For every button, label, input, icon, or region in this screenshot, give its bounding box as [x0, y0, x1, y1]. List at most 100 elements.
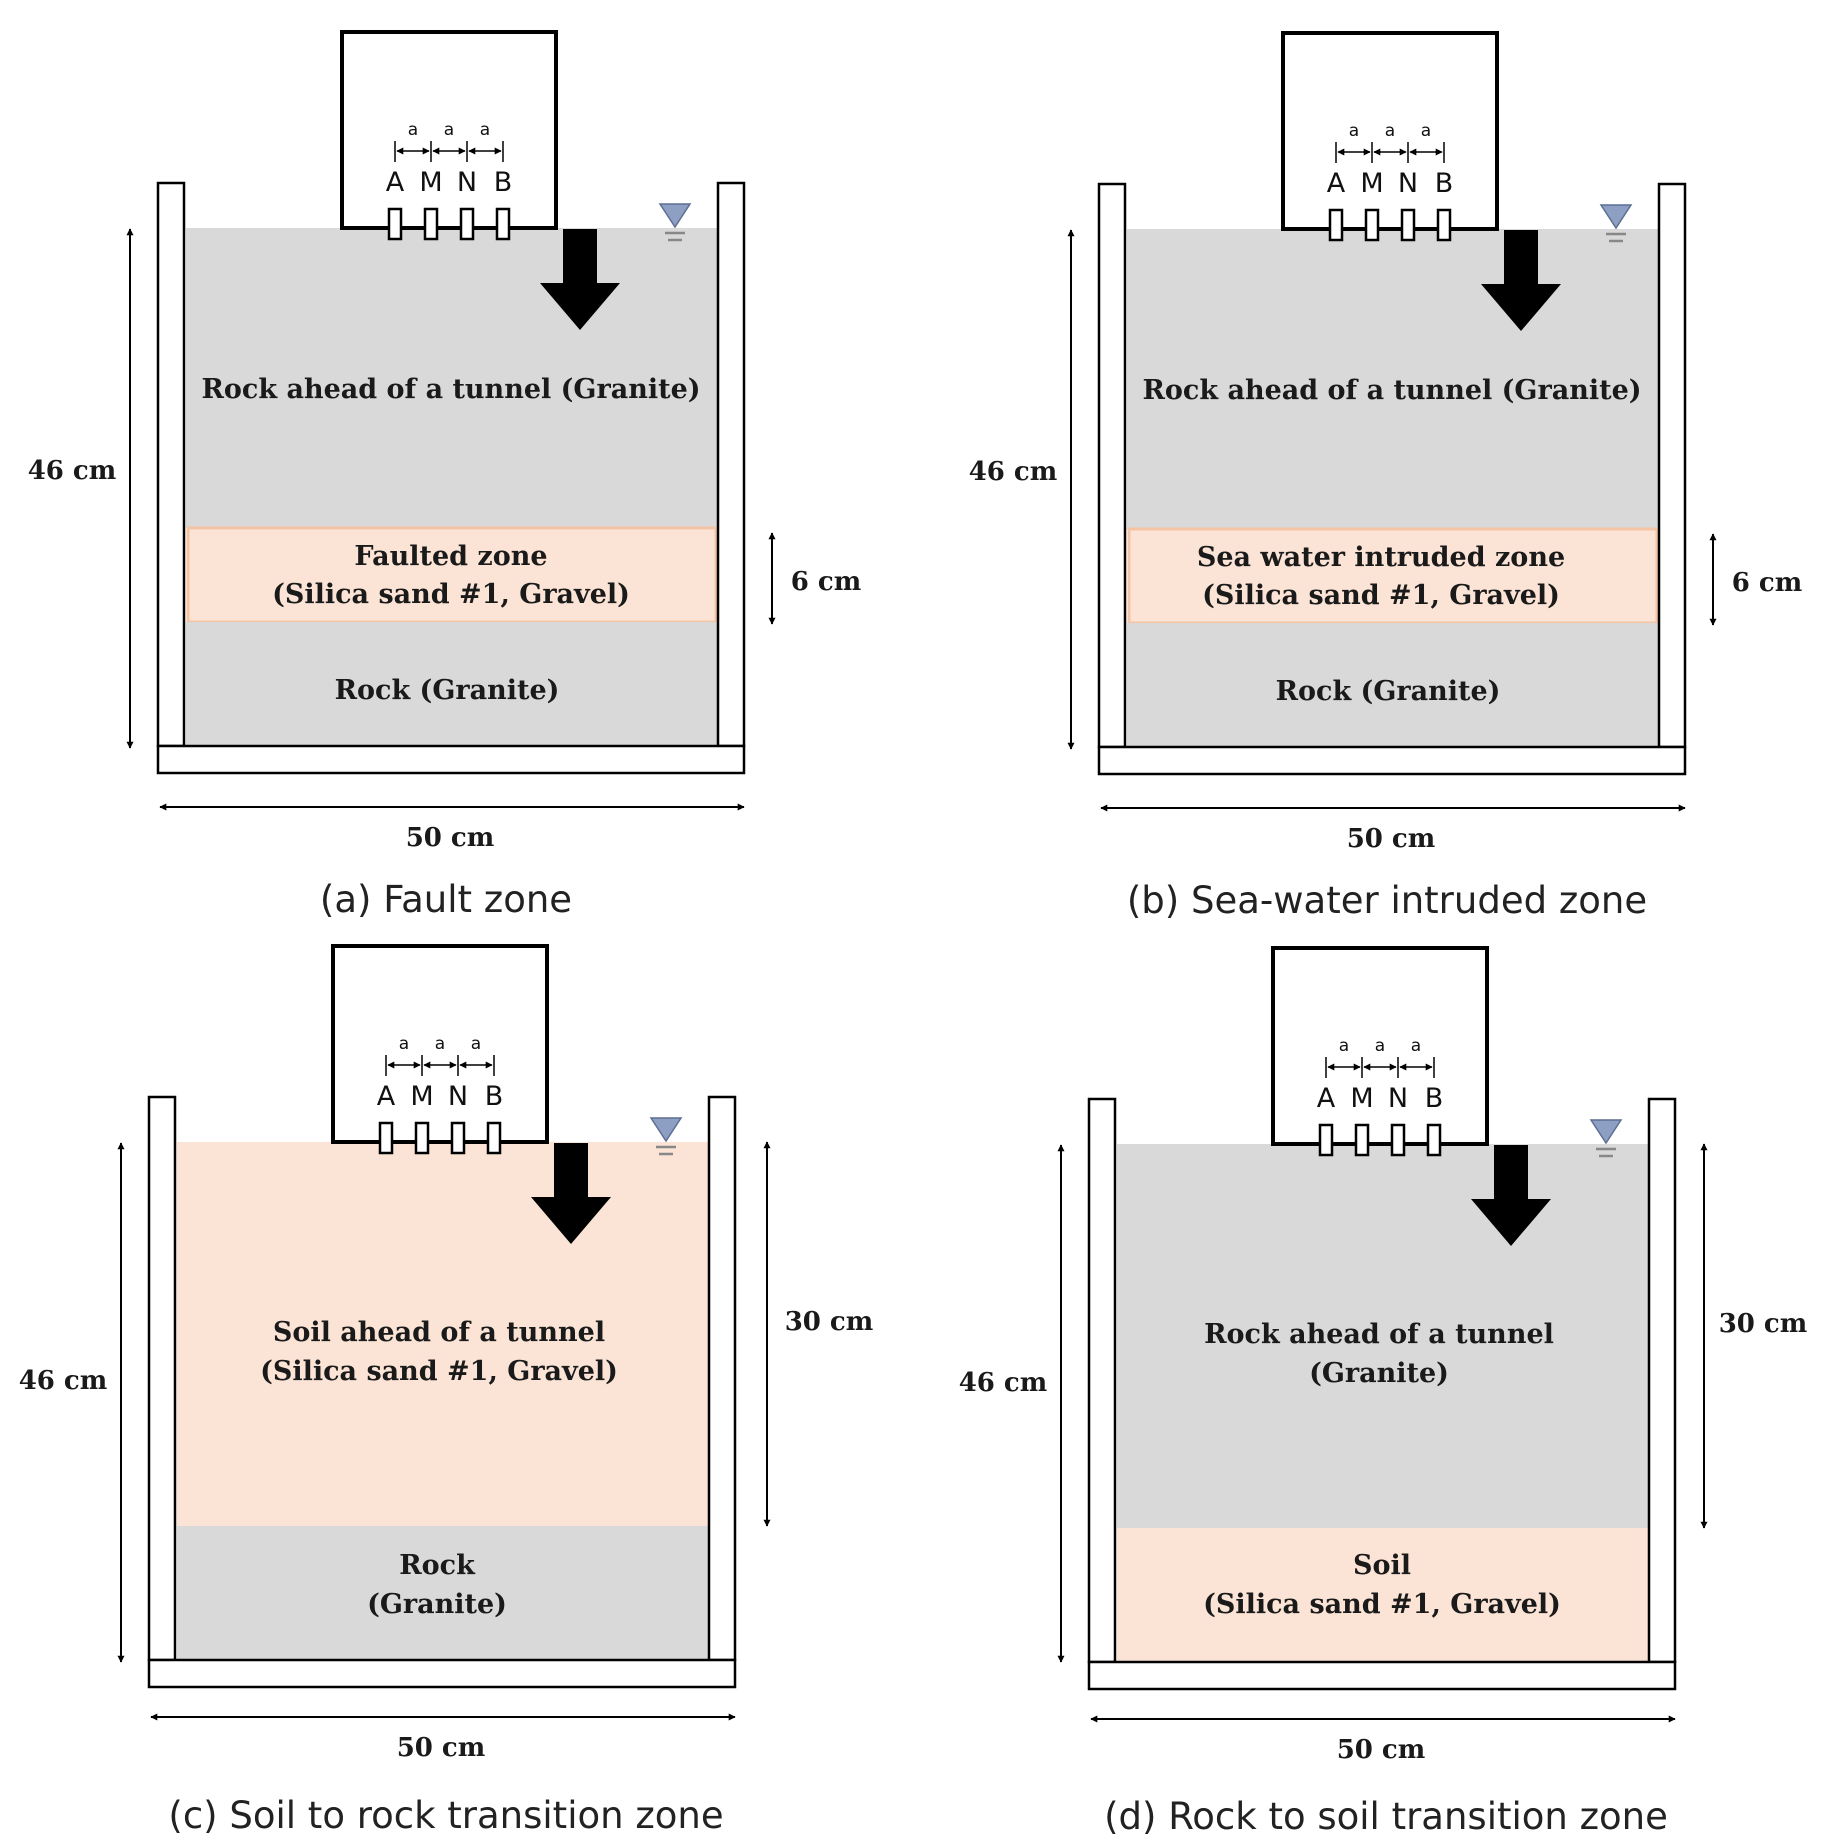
spacing-label: a — [1375, 1036, 1385, 1056]
tunnel-box — [340, 30, 558, 230]
sea-water-zone-layer — [1127, 527, 1659, 625]
electrode-label-b: B — [1425, 1083, 1444, 1114]
panel-c: A M N B a a a Soil ahead of a tunnel (Si… — [19, 944, 873, 1835]
spacing-label: a — [444, 120, 454, 140]
excavation-direction-arrow — [1481, 230, 1561, 331]
band-height-label: 6 cm — [791, 567, 861, 597]
left-wall — [1087, 1097, 1117, 1664]
spacing-label: a — [471, 1034, 481, 1054]
layer-label-top: Rock ahead of a tunnel (Granite) — [1142, 375, 1641, 406]
excavation-direction-arrow — [1471, 1145, 1551, 1246]
layer-label-bottom: Rock (Granite) — [335, 675, 560, 706]
electrode-n — [1400, 208, 1416, 242]
electrode-label-m: M — [1350, 1083, 1373, 1114]
panel-d: A M N B a a a Rock ahead of a tunnel (Gr… — [959, 946, 1807, 1835]
electrode-label-n: N — [457, 167, 477, 198]
electrode-b — [486, 1121, 502, 1155]
electrode-label-n: N — [1398, 168, 1418, 199]
electrode-label-b: B — [1435, 168, 1454, 199]
electrode-a — [1328, 208, 1344, 242]
height-label: 46 cm — [19, 1366, 108, 1396]
spacing-label: a — [1385, 121, 1395, 141]
layer-label-bottom-sub: (Granite) — [367, 1589, 507, 1620]
layer-label-bottom: Soil — [1353, 1550, 1411, 1581]
water-level-icon — [658, 203, 692, 242]
rock-ahead-layer — [186, 228, 718, 528]
right-wall — [716, 181, 746, 748]
rock-ahead-layer — [1117, 1144, 1649, 1528]
width-label: 50 cm — [1347, 824, 1436, 854]
panel-caption: (d) Rock to soil transition zone — [1104, 1795, 1668, 1835]
left-wall — [147, 1095, 177, 1662]
electrode-array: A M N B a a a — [1327, 121, 1454, 242]
height-label: 46 cm — [28, 456, 117, 486]
base-plate — [147, 1658, 737, 1689]
layer-label-band-sub: (Silica sand #1, Gravel) — [272, 579, 630, 610]
electrode-label-a: A — [1317, 1083, 1336, 1114]
spacing-label: a — [1349, 121, 1359, 141]
height-label: 46 cm — [969, 457, 1058, 487]
panel-a: A M N B a a a Rock ahead of a tunnel (Gr… — [28, 30, 861, 921]
layer-label-band: Faulted zone — [354, 541, 547, 572]
electrode-b — [495, 207, 511, 241]
width-label: 50 cm — [406, 823, 495, 853]
layer-label-top: Soil ahead of a tunnel — [273, 1317, 605, 1348]
spacing-label: a — [1411, 1036, 1421, 1056]
electrode-a — [1318, 1123, 1334, 1157]
spacing-label: a — [480, 120, 490, 140]
spacing-label: a — [408, 120, 418, 140]
excavation-direction-arrow — [531, 1143, 611, 1244]
width-label: 50 cm — [397, 1733, 486, 1763]
base-plate — [1097, 745, 1687, 776]
width-label: 50 cm — [1337, 1735, 1426, 1765]
soil-bottom-layer — [1117, 1528, 1649, 1662]
electrode-n — [459, 207, 475, 241]
water-level-icon — [1599, 204, 1633, 243]
panel-b: A M N B a a a Rock ahead of a tunnel (Gr… — [969, 31, 1802, 922]
water-level-icon — [649, 1117, 683, 1156]
layer-label-bottom-sub: (Silica sand #1, Gravel) — [1203, 1589, 1561, 1620]
fault-zone-layer — [186, 526, 718, 624]
base-plate — [1087, 1660, 1677, 1691]
water-level-icon — [1589, 1119, 1623, 1158]
rock-ahead-layer — [1127, 229, 1659, 529]
panel-caption: (b) Sea-water intruded zone — [1127, 879, 1647, 922]
spacing-label: a — [435, 1034, 445, 1054]
electrode-array: A M N B a a a — [377, 1034, 504, 1155]
layer-label-bottom: Rock — [399, 1550, 476, 1581]
layer-label-band: Sea water intruded zone — [1197, 542, 1565, 573]
layer-label-top: Rock ahead of a tunnel — [1204, 1319, 1554, 1350]
layer-label-band-sub: (Silica sand #1, Gravel) — [1202, 580, 1560, 611]
spacing-label: a — [399, 1034, 409, 1054]
height-label: 46 cm — [959, 1368, 1048, 1398]
rock-bottom-layer — [1127, 623, 1659, 747]
left-wall — [1097, 182, 1127, 749]
left-wall — [156, 181, 186, 748]
electrode-array: A M N B a a a — [1317, 1036, 1444, 1157]
electrode-m — [414, 1121, 430, 1155]
electrode-label-a: A — [386, 167, 405, 198]
electrode-m — [1364, 208, 1380, 242]
electrode-label-b: B — [485, 1081, 504, 1112]
electrode-n — [450, 1121, 466, 1155]
electrode-b — [1436, 208, 1452, 242]
spacing-label: a — [1339, 1036, 1349, 1056]
soil-ahead-layer — [177, 1142, 709, 1526]
rock-bottom-layer — [186, 622, 718, 746]
spacing-label: a — [1421, 121, 1431, 141]
electrode-label-b: B — [494, 167, 513, 198]
right-wall — [1647, 1097, 1677, 1664]
electrode-b — [1426, 1123, 1442, 1157]
base-plate — [156, 744, 746, 775]
electrode-a — [378, 1121, 394, 1155]
electrode-array: A M N B a a a — [386, 120, 513, 241]
panel-caption: (c) Soil to rock transition zone — [168, 1794, 723, 1835]
electrode-label-n: N — [448, 1081, 468, 1112]
panel-caption: (a) Fault zone — [320, 878, 572, 921]
layer-label-bottom: Rock (Granite) — [1276, 676, 1501, 707]
tunnel-box — [331, 944, 549, 1144]
electrode-a — [387, 207, 403, 241]
layer-label-top-sub: (Granite) — [1309, 1358, 1449, 1389]
rock-bottom-layer — [177, 1526, 709, 1660]
